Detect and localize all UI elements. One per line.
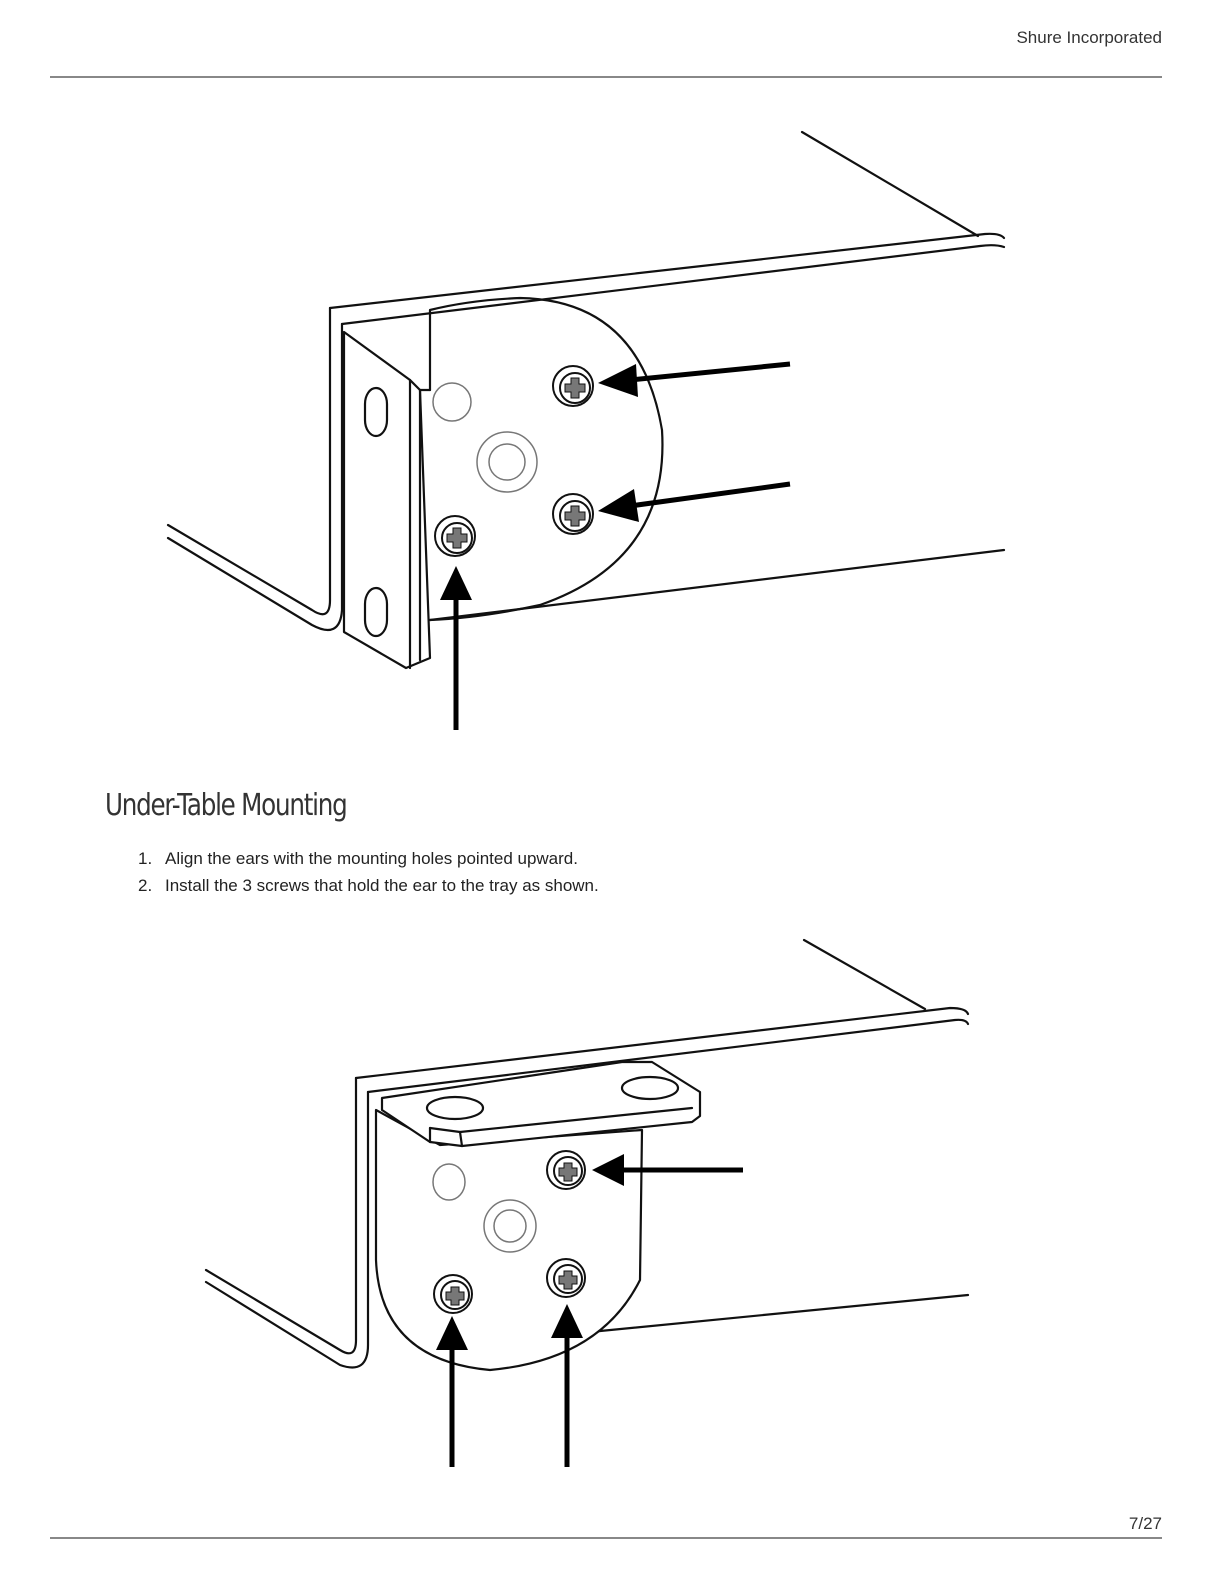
step-number: 1. [138, 845, 165, 872]
screw-left [435, 516, 475, 556]
list-item: 2. Install the 3 screws that hold the ea… [138, 872, 599, 899]
arrow-to-lower-right-screw [551, 1304, 583, 1467]
arrow-to-lower-screw [598, 484, 790, 522]
tray-top-face [330, 234, 1004, 308]
step-text: Install the 3 screws that hold the ear t… [165, 872, 599, 899]
ear-slot-bottom [365, 588, 387, 636]
step-text: Align the ears with the mounting holes p… [165, 845, 578, 872]
screw-lower-left [434, 1275, 472, 1313]
plate-hole-empty [433, 383, 471, 421]
screw-lower-right [547, 1259, 585, 1297]
arrow-to-left-screw [440, 566, 472, 730]
step-number: 2. [138, 872, 165, 899]
rack-ear-installation-illustration [0, 0, 1224, 760]
tray-top-edge [802, 132, 978, 236]
plate-hole-center-inner [494, 1210, 526, 1242]
plate-hole-center-inner [489, 444, 525, 480]
steps-list: 1. Align the ears with the mounting hole… [138, 845, 599, 899]
ear-slot-left [427, 1097, 483, 1119]
list-item: 1. Align the ears with the mounting hole… [138, 845, 599, 872]
plate-hole-empty [433, 1164, 465, 1200]
screw-upper [547, 1151, 585, 1189]
tray-top-edge [804, 940, 925, 1009]
screw-lower [553, 494, 593, 534]
footer-divider [50, 1537, 1162, 1539]
page-number: 7/27 [1129, 1514, 1162, 1534]
arrow-to-upper-screw [592, 1154, 743, 1186]
section-title: Under-Table Mounting [105, 788, 346, 823]
arrow-to-upper-screw [598, 364, 790, 397]
screw-upper [553, 366, 593, 406]
tray-bottom-edge [590, 1295, 968, 1332]
ear-slot-top [365, 388, 387, 436]
ear-slot-right [622, 1077, 678, 1099]
under-table-ear-installation-illustration [0, 920, 1224, 1520]
ear-plate [430, 298, 662, 620]
